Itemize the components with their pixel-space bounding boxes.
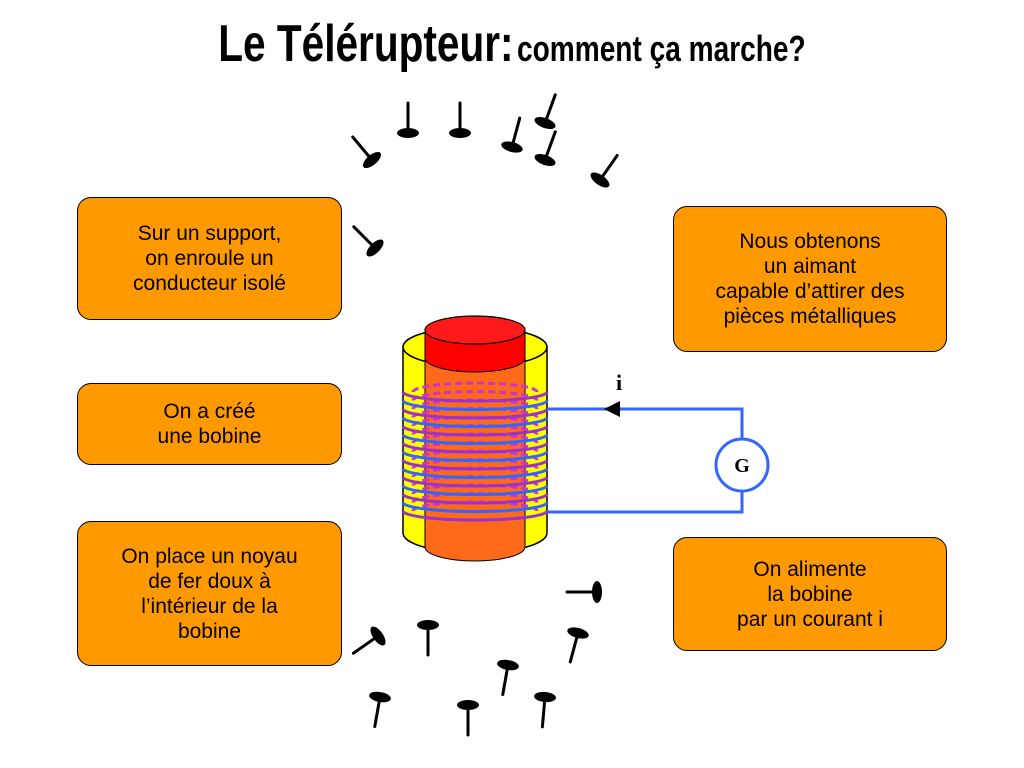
step-box-noyau: On place un noyau de fer doux à l’intéri… bbox=[77, 521, 342, 666]
metal-tacks bbox=[351, 93, 619, 737]
tack-icon bbox=[534, 130, 557, 167]
title-main: Le Télérupteur: bbox=[218, 15, 514, 73]
winding-front-turn bbox=[401, 484, 549, 496]
step-box-bobine: On a créé une bobine bbox=[77, 383, 342, 465]
step-text-courant: On alimente la bobine par un courant i bbox=[737, 557, 883, 631]
tack-icon bbox=[534, 93, 557, 130]
step-text-aimant: Nous obtenons un aimant capable d’attire… bbox=[715, 230, 905, 328]
winding-front-turn bbox=[401, 510, 549, 522]
tack-icon bbox=[397, 101, 419, 138]
current-label: i bbox=[616, 370, 622, 395]
tack-icon bbox=[351, 626, 386, 655]
tack-icon bbox=[501, 116, 523, 153]
tack-icon bbox=[369, 691, 391, 729]
tack-icon bbox=[565, 581, 602, 603]
winding-front-turn bbox=[401, 450, 549, 462]
generator-label: G bbox=[734, 455, 750, 477]
coil-windings-front bbox=[401, 391, 549, 522]
iron-core bbox=[424, 315, 526, 562]
tack-icon bbox=[534, 691, 556, 729]
winding-front-turn bbox=[401, 467, 549, 479]
winding-front-turn bbox=[401, 459, 549, 471]
generator-symbol: G bbox=[714, 437, 770, 493]
step-text-bobine: On a créé une bobine bbox=[157, 400, 262, 448]
tack-icon bbox=[590, 153, 619, 188]
page-title: Le Télérupteur: comment ça marche? bbox=[113, 14, 912, 74]
tack-icon bbox=[457, 700, 479, 737]
winding-front-turn bbox=[401, 399, 549, 411]
winding-front-turn bbox=[401, 416, 549, 428]
tack-icon bbox=[351, 135, 382, 169]
winding-front-turn bbox=[401, 433, 549, 445]
winding-front-turn bbox=[401, 501, 549, 513]
winding-front-turn bbox=[401, 408, 549, 420]
winding-front-turn bbox=[401, 493, 549, 505]
step-box-support: Sur un support, on enroule un conducteur… bbox=[77, 197, 342, 320]
winding-front-turn bbox=[401, 476, 549, 488]
tack-icon bbox=[352, 225, 384, 257]
tack-icon bbox=[567, 627, 589, 664]
tack-icon bbox=[497, 659, 519, 697]
step-box-aimant: Nous obtenons un aimant capable d’attire… bbox=[673, 206, 947, 352]
winding-front-turn bbox=[401, 391, 549, 403]
current-arrow-icon bbox=[604, 401, 620, 417]
tack-icon bbox=[417, 620, 439, 657]
step-text-noyau: On place un noyau de fer doux à l’intéri… bbox=[121, 544, 298, 643]
winding-front-turn bbox=[401, 442, 549, 454]
circuit-wires bbox=[547, 407, 744, 514]
title-subtitle: comment ça marche? bbox=[516, 28, 806, 69]
step-box-courant: On alimente la bobine par un courant i bbox=[673, 537, 947, 651]
tack-icon bbox=[449, 101, 471, 138]
step-text-support: Sur un support, on enroule un conducteur… bbox=[133, 222, 286, 295]
winding-front-turn bbox=[401, 425, 549, 437]
